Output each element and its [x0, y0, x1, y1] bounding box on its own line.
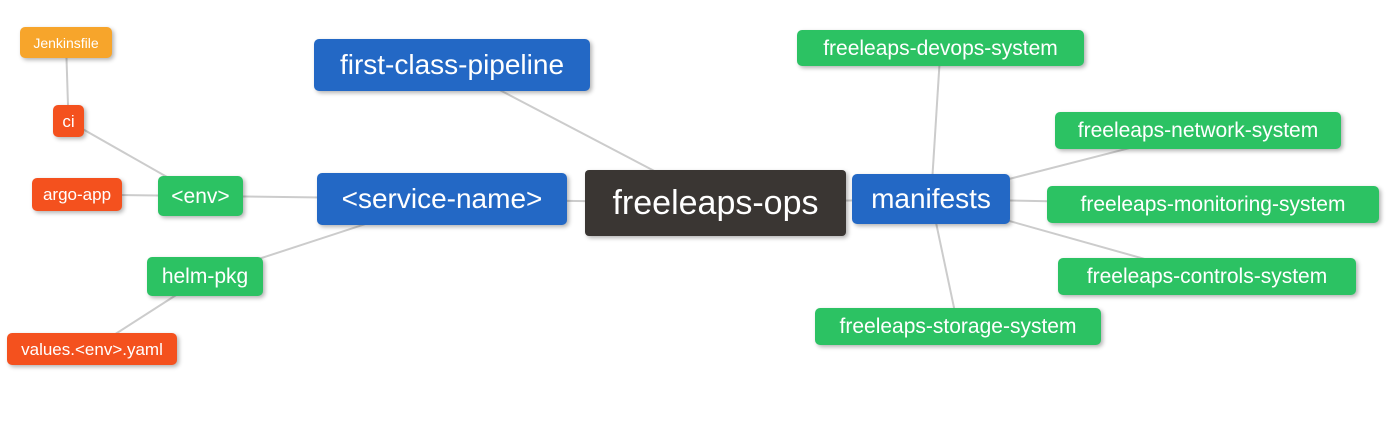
mindmap-node-helm-pkg[interactable]: helm-pkg: [147, 257, 263, 296]
mindmap-node-freeleaps-storage-system[interactable]: freeleaps-storage-system: [815, 308, 1101, 345]
mindmap-node-freeleaps-devops-system[interactable]: freeleaps-devops-system: [797, 30, 1084, 66]
edge-manifests-to-freeleaps-devops-system: [930, 47, 942, 200]
mindmap-node-ci[interactable]: ci: [53, 105, 84, 137]
mindmap-node-manifests[interactable]: manifests: [852, 174, 1010, 224]
mindmap-node-freeleaps-monitoring-system[interactable]: freeleaps-monitoring-system: [1047, 186, 1379, 223]
mindmap-node-first-class-pipeline[interactable]: first-class-pipeline: [314, 39, 590, 91]
mindmap-node-jenkinsfile[interactable]: Jenkinsfile: [20, 27, 112, 58]
mindmap-node-env[interactable]: <env>: [158, 176, 243, 216]
mindmap-node-freeleaps-controls-system[interactable]: freeleaps-controls-system: [1058, 258, 1356, 295]
mindmap-node-freeleaps-network-system[interactable]: freeleaps-network-system: [1055, 112, 1341, 149]
mindmap-node-argo-app[interactable]: argo-app: [32, 178, 122, 211]
mindmap-node-freeleaps-ops[interactable]: freeleaps-ops: [585, 170, 846, 236]
mindmap-node-values-env-yaml[interactable]: values.<env>.yaml: [7, 333, 177, 365]
mindmap-node-service-name[interactable]: <service-name>: [317, 173, 567, 225]
